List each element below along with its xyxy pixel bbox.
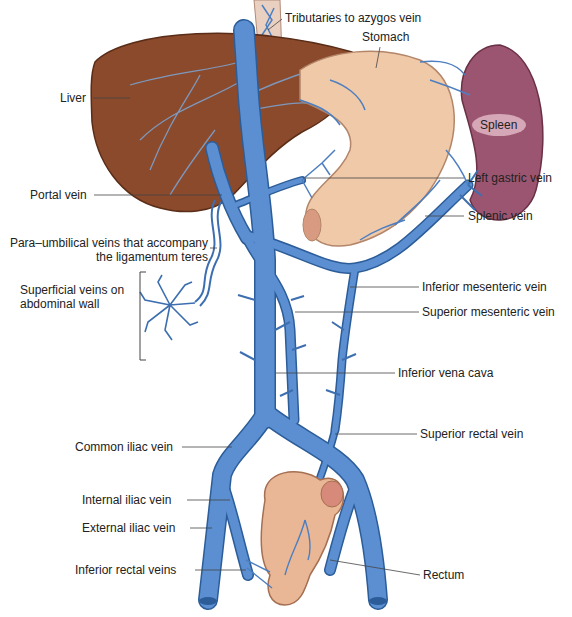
part-label: Splenic vein bbox=[468, 209, 533, 223]
spleen bbox=[461, 45, 542, 220]
rectum bbox=[261, 472, 343, 605]
rectal-veins bbox=[246, 520, 310, 588]
superficial-veins bbox=[140, 275, 198, 340]
part-label: Inferior mesenteric vein bbox=[422, 280, 547, 294]
vein-end bbox=[199, 597, 217, 605]
part-label: Common iliac vein bbox=[75, 440, 173, 454]
part-label: Superior rectal vein bbox=[420, 427, 523, 441]
gastric-veins bbox=[300, 61, 470, 240]
part-label: Para–umbilical veins that accompany the … bbox=[3, 236, 208, 264]
part-label: Liver bbox=[60, 91, 86, 105]
part-label: Tributaries to azygos vein bbox=[285, 11, 421, 25]
rectum-opening bbox=[321, 481, 343, 507]
vein-end bbox=[369, 597, 387, 605]
part-label: Portal vein bbox=[30, 188, 87, 202]
pylorus-opening bbox=[303, 209, 321, 241]
part-label: Superior mesenteric vein bbox=[422, 305, 555, 319]
part-label: Inferior vena cava bbox=[398, 366, 493, 380]
part-label: External iliac vein bbox=[82, 521, 175, 535]
part-label: Left gastric vein bbox=[468, 171, 552, 185]
bracket bbox=[140, 272, 146, 360]
leader-lines bbox=[93, 19, 464, 575]
part-label: Spleen bbox=[480, 118, 517, 132]
part-label: Stomach bbox=[362, 30, 409, 44]
part-label: Rectum bbox=[423, 568, 464, 582]
part-label: Inferior rectal veins bbox=[75, 563, 176, 577]
label-patch bbox=[472, 114, 526, 136]
part-label: Superficial veins on abdominal wall bbox=[20, 283, 135, 311]
part-label: Internal iliac vein bbox=[82, 493, 171, 507]
